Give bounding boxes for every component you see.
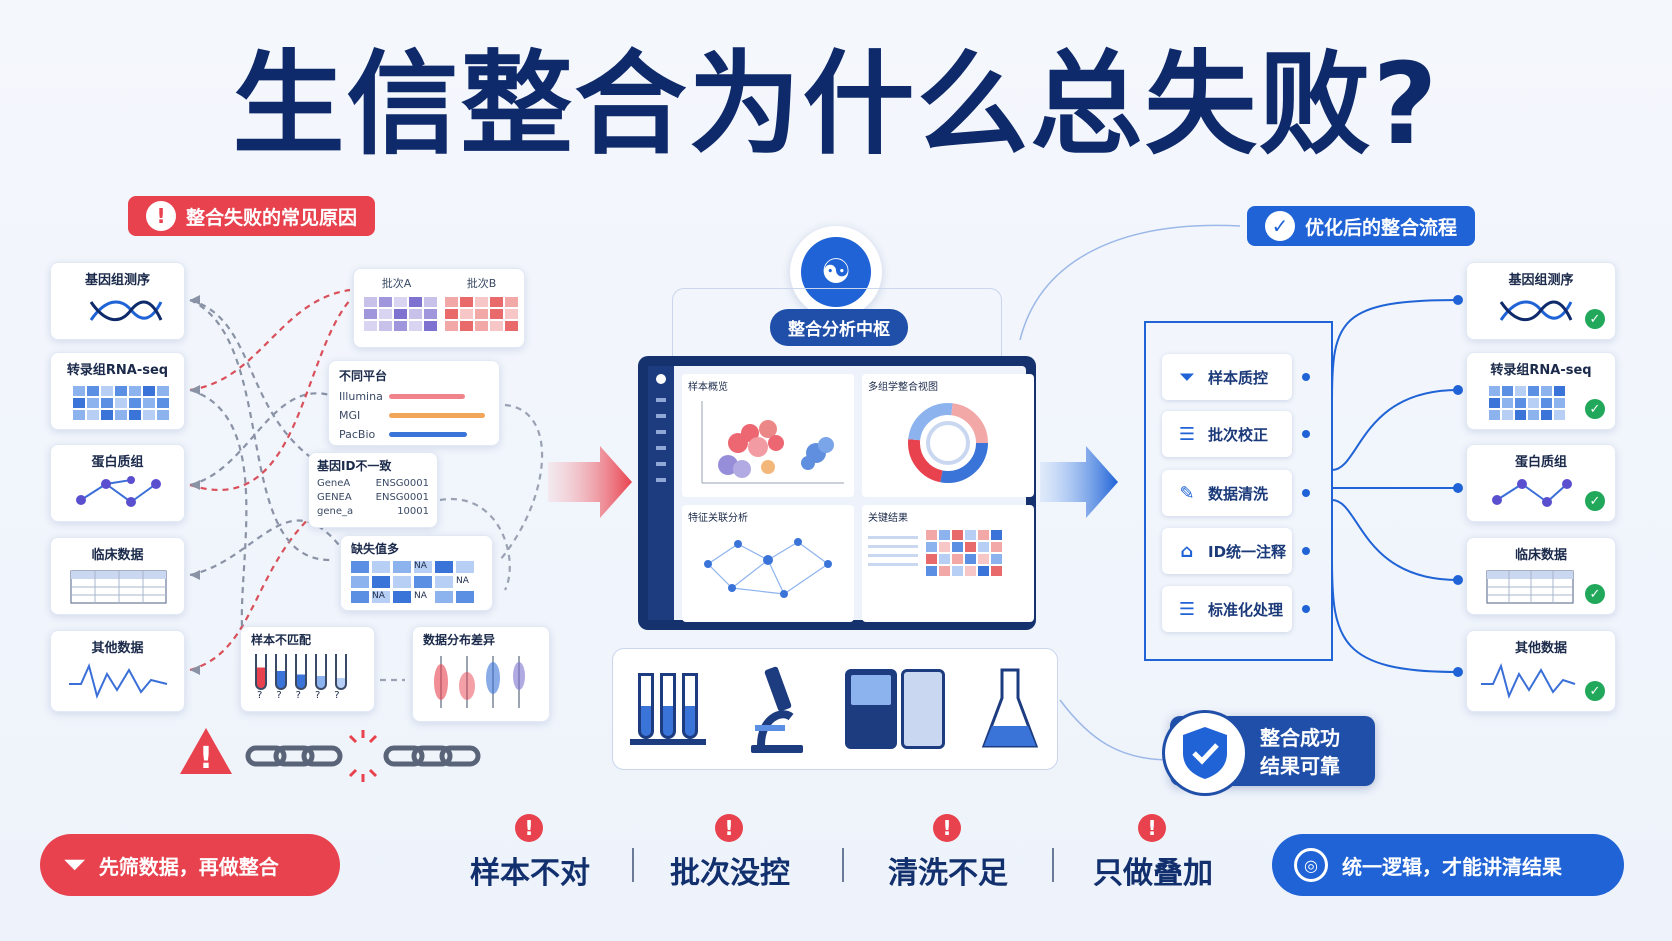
panel-feature-association: 特征关联分析 <box>682 505 854 622</box>
success-check-icon: ✓ <box>1585 309 1605 329</box>
waveform-icon <box>69 663 168 699</box>
source-card-other: 其他数据 <box>50 630 185 712</box>
output-card-other: 其他数据 ✓ <box>1466 630 1616 712</box>
broken-chain-icon: ! <box>180 728 481 782</box>
bottom-right-slogan: ◎ 统一逻辑，才能讲清结果 <box>1272 834 1624 896</box>
shield-check-icon <box>1162 710 1248 796</box>
result-heatmap-icon <box>926 530 1002 576</box>
bottom-left-slogan: ⏷ 先筛数据，再做整合 <box>40 834 340 896</box>
issue-platform-card: 不同平台 Illumina MGI PacBio <box>328 360 500 446</box>
sliders-icon: ☰ <box>1178 598 1196 620</box>
step-batch-correction: ☰批次校正 <box>1162 411 1292 457</box>
panel-multiomics-view: 多组学整合视图 <box>862 374 1034 497</box>
hub-label: 整合分析中枢 <box>770 309 908 346</box>
check-circle-icon: ✓ <box>1265 211 1295 241</box>
lab-equipment-panel <box>612 648 1058 770</box>
output-card-protein: 蛋白质组 ✓ <box>1466 444 1616 522</box>
source-card-rna: 转录组RNA-seq <box>50 352 185 430</box>
output-card-genome: 基因组测序 ✓ <box>1466 262 1616 340</box>
platform-bar <box>389 413 485 418</box>
donut-chart-icon <box>908 403 988 483</box>
source-card-protein: 蛋白质组 <box>50 444 185 522</box>
divider <box>842 848 844 882</box>
filter-icon: ⏷ <box>1179 366 1195 388</box>
platform-bar <box>389 432 467 437</box>
filter-icon: ⏷ <box>64 849 85 880</box>
sliders-icon: ☰ <box>1178 423 1196 445</box>
output-card-clinical: 临床数据 ✓ <box>1466 537 1616 615</box>
hub-brain-icon: ☯ <box>790 226 882 318</box>
left-section-label: ! 整合失败的常见原因 <box>128 196 376 236</box>
divider <box>632 848 634 882</box>
test-tubes-icon <box>251 654 364 690</box>
bottom-item-batch: 批次没控 <box>670 856 790 891</box>
alert-icon: ! <box>933 814 961 842</box>
panel-sample-overview: 样本概览 <box>682 374 854 497</box>
step-normalization: ☰标准化处理 <box>1162 586 1292 632</box>
table-icon <box>1486 570 1574 604</box>
output-card-rna: 转录组RNA-seq ✓ <box>1466 352 1616 430</box>
table-icon <box>70 570 167 604</box>
sequencer-icon <box>845 669 946 749</box>
molecule-network-icon <box>76 476 161 507</box>
flask-icon <box>981 668 1038 748</box>
microscope-icon <box>750 666 803 753</box>
tag-icon: ⌂ <box>1180 540 1194 562</box>
svg-text:!: ! <box>199 741 213 776</box>
batch-heatmap-icon <box>364 297 524 331</box>
hub-outline <box>672 288 1002 368</box>
dashboard-sidebar <box>648 366 674 620</box>
success-check-icon: ✓ <box>1585 584 1605 604</box>
source-card-clinical: 临床数据 <box>50 537 185 615</box>
alert-icon: ! <box>146 201 176 231</box>
alert-icon: ! <box>715 814 743 842</box>
network-graph-icon <box>704 538 832 598</box>
waveform-icon <box>1481 663 1576 699</box>
test-tube-rack-icon <box>630 673 707 745</box>
step-sample-qc: ⏷样本质控 <box>1162 354 1292 400</box>
alert-icon: ! <box>1138 814 1166 842</box>
bottom-item-samples: 样本不对 <box>470 856 590 891</box>
dashboard-monitor: 样本概览 多组学整合视图 <box>638 356 1036 630</box>
step-id-annotation: ⌂ID统一注释 <box>1162 528 1292 574</box>
success-check-icon: ✓ <box>1585 491 1605 511</box>
issue-batch-card: 批次A 批次B <box>353 268 525 348</box>
success-check-icon: ✓ <box>1585 681 1605 701</box>
platform-bar <box>389 394 465 399</box>
page-title: 生信整合为什么总失败? <box>232 40 1440 170</box>
molecule-network-icon <box>1492 479 1572 507</box>
target-icon: ◎ <box>1294 848 1328 882</box>
divider <box>1052 848 1054 882</box>
right-section-label: ✓ 优化后的整合流程 <box>1247 206 1476 246</box>
source-card-genome: 基因组测序 <box>50 262 185 340</box>
panel-key-results: 关键结果 <box>862 505 1034 622</box>
broom-icon: ✎ <box>1179 482 1195 504</box>
issue-sample-mismatch-card: 样本不匹配 ????? <box>240 626 375 712</box>
success-text: 整合成功 结果可靠 <box>1260 726 1340 778</box>
violin-plot-icon <box>434 656 525 708</box>
heatmap-grid-icon <box>1489 386 1615 420</box>
dna-icon <box>89 300 163 321</box>
bottom-item-cleaning: 清洗不足 <box>888 856 1008 891</box>
issue-distribution-card: 数据分布差异 <box>412 626 550 722</box>
scatter-cluster-icon <box>701 401 844 484</box>
heatmap-grid-icon <box>73 386 184 420</box>
dna-icon <box>1499 300 1573 321</box>
step-data-cleaning: ✎数据清洗 <box>1162 470 1292 516</box>
alert-icon: ! <box>515 814 543 842</box>
success-check-icon: ✓ <box>1585 399 1605 419</box>
bottom-item-stacking: 只做叠加 <box>1093 856 1213 891</box>
